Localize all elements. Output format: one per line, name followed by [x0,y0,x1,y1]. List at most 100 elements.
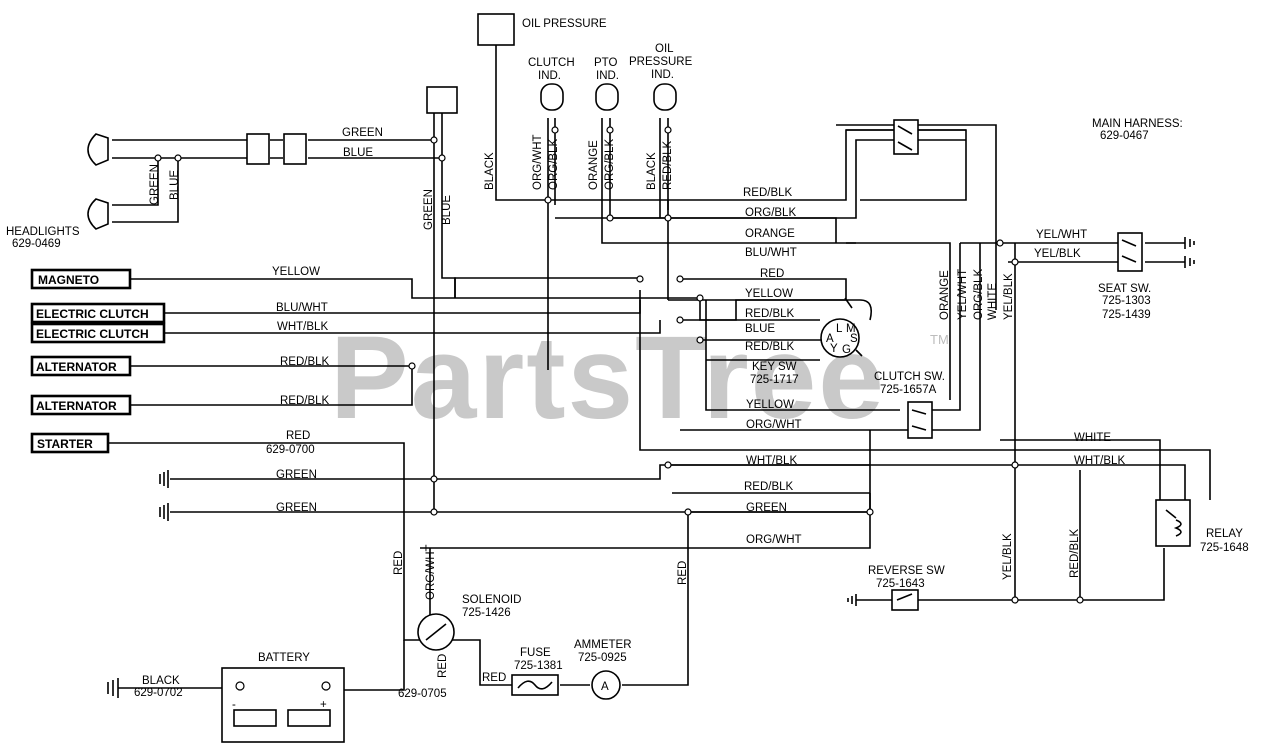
main-harness-part: 629-0467 [1100,130,1149,142]
connector-electric-clutch-2-label: ELECTRIC CLUTCH [36,327,149,341]
solenoid-part: 725-1426 [462,607,511,619]
battery-red-cable-part: 629-0705 [398,688,447,700]
watermark: PartsTree TM [330,312,949,444]
reverse-switch: REVERSE SW 725-1643 [847,565,945,611]
wire-label: BLACK [646,152,658,190]
wire-label: WHT/BLK [746,455,797,467]
wire-label: GREEN [276,469,317,481]
battery-black-cable-part: 629-0702 [134,687,183,699]
connector-alternator-2-label: ALTERNATOR [36,399,117,413]
wire-label: BLUE [343,147,373,159]
wire-label: ORG/WHT [532,134,544,190]
wire-label: YEL/BLK [1003,273,1015,320]
wire-label: RED/BLK [744,481,794,493]
connector-starter: STARTER [30,432,110,454]
wire-label: YELLOW [272,266,320,278]
key-sw-part: 725-1717 [750,374,799,386]
oil-ind-label-3: IND. [651,69,674,81]
oil-pressure-indicator-lamp: OIL PRESSURE IND. [629,43,693,111]
harness-connector [426,86,458,114]
key-sw-letter-m: M [846,323,856,335]
connector-electric-clutch-1-label: ELECTRIC CLUTCH [36,307,149,321]
key-sw-letter-g: G [842,344,851,356]
wire-label: WHITE [987,283,999,320]
wire-label: RED/BLK [280,395,330,407]
wire-label: RED/BLK [745,341,795,353]
wire-label: RED [677,561,689,585]
solenoid-label: SOLENOID [462,594,521,606]
connector-alternator-1: ALTERNATOR [30,355,132,377]
battery-label: BATTERY [258,652,310,664]
wire-label: YELLOW [746,399,794,411]
wire-label: ORG/BLK [973,269,985,320]
starter-cable-color: RED [286,430,310,442]
wire-label: RED/BLK [662,140,674,190]
clutch-indicator-lamp: CLUTCH IND. [528,57,575,111]
pto-ind-label-2: IND. [596,70,619,82]
wire-label: BLU/WHT [276,302,328,314]
pto-indicator-lamp: PTO IND. [594,57,619,111]
battery-minus: - [232,699,236,711]
wire-label: YEL/WHT [1036,229,1087,241]
watermark-tm: TM [930,332,949,347]
fuse-part: 725-1381 [514,660,563,672]
relay: RELAY 725-1648 [1155,499,1249,554]
wire-label: RED/BLK [745,308,795,320]
wire-label: WHT/BLK [277,321,328,333]
ground-symbols [107,470,169,698]
wire-label: WHITE [1074,432,1111,444]
wire-label: ORG/BLK [745,207,796,219]
connector-alternator-1-label: ALTERNATOR [36,360,117,374]
wire-label: RED [437,654,449,678]
wire-label: RED [760,268,784,280]
seat-sw-part-2: 725-1439 [1102,309,1151,321]
pto-ind-label-1: PTO [594,57,617,69]
harness-switch [893,119,919,155]
wire-label: GREEN [342,127,383,139]
wire-label: YELLOW [745,288,793,300]
headlights: HEADLIGHTS 629-0469 [6,133,307,250]
headlights-label: HEADLIGHTS [6,226,80,238]
seat-sw-label: SEAT SW. [1098,283,1151,295]
wire-label: ORANGE [588,140,600,190]
key-sw-label: KEY SW [752,361,797,373]
ammeter-label: AMMETER [574,639,632,651]
ammeter-symbol: A [601,681,609,693]
battery-black-cable-color: BLACK [142,675,180,687]
vertical-wire-labels: GREEN BLUE GREEN BLUE BLACK ORG/WHT ORG/… [149,134,1081,678]
connector-starter-label: STARTER [37,437,93,451]
wire-label: BLACK [484,152,496,190]
oil-pressure-sender [477,13,515,46]
fuse-label: FUSE [520,647,551,659]
reverse-sw-label: REVERSE SW [868,565,945,577]
wire-label: YEL/WHT [957,269,969,320]
wire-label: ORG/WHT [746,534,802,546]
wire-label: WHT/BLK [1074,455,1125,467]
clutch-sw-label: CLUTCH SW. [874,371,945,383]
wire-label: YEL/BLK [1002,533,1014,580]
oil-pressure-label: OIL PRESSURE [522,18,607,30]
fuse: FUSE 725-1381 [511,647,563,696]
solenoid: SOLENOID 725-1426 [417,594,521,651]
seat-switch: SEAT SW. 725-1303 725-1439 [1098,232,1195,321]
starter-cable-part: 629-0700 [266,444,315,456]
wire-label: RED/BLK [1069,528,1081,578]
key-sw-letter-a: A [826,333,834,345]
wire-label: GREEN [149,164,161,205]
wire-label: GREEN [276,502,317,514]
reverse-sw-part: 725-1643 [876,578,925,590]
relay-label: RELAY [1206,528,1243,540]
clutch-sw-part: 725-1657A [880,384,937,396]
wire-labels: GREEN BLUE YELLOW BLU/WHT WHT/BLK RED/BL… [272,127,1125,684]
connector-electric-clutch-2: ELECTRIC CLUTCH [30,322,166,344]
clutch-ind-label-2: IND. [538,70,561,82]
key-sw-letter-y: Y [830,343,838,355]
seat-sw-part-1: 725-1303 [1102,295,1151,307]
wire-label: BLUE [745,323,775,335]
wire-label: ORANGE [745,228,795,240]
oil-ind-label-1: OIL [655,43,674,55]
battery-plus: + [320,699,327,711]
wire-label: ORG/WHT [425,544,437,600]
wire-label: GREEN [746,502,787,514]
